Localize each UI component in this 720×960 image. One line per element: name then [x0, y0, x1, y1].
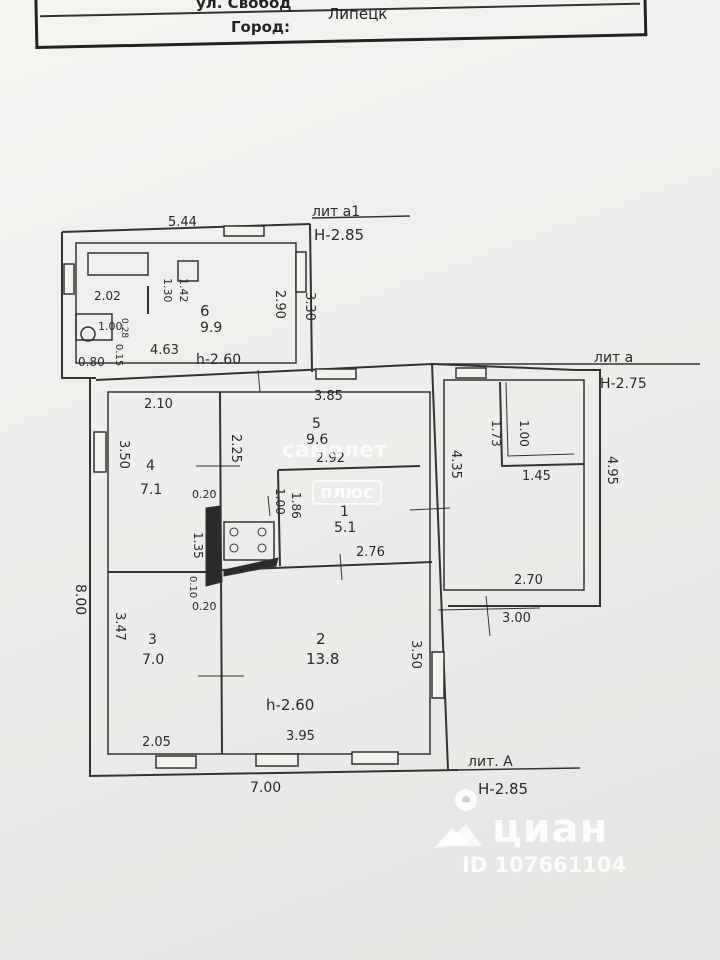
dim-1-73: 1.73: [489, 420, 503, 447]
room-1-area: 5.1: [334, 520, 356, 536]
dim-7-00: 7.00: [250, 780, 281, 796]
dim-3-85: 3.85: [314, 389, 343, 404]
dim-3-47: 3.47: [112, 612, 127, 641]
dim-2-92: 2.92: [316, 451, 345, 466]
room-3-number: 3: [148, 632, 157, 648]
dim-3-50-left: 3.50: [116, 440, 131, 469]
dim-1-45: 1.45: [522, 469, 551, 484]
window: [63, 263, 75, 295]
ceiling-upper: h-2.60: [196, 352, 241, 368]
dim-0-20-top: 0.20: [192, 488, 217, 501]
annex-a-lit: лит а: [594, 350, 633, 366]
cian-logo-icon: [434, 789, 482, 848]
dim-2-70: 2.70: [514, 573, 543, 588]
dim-2-25: 2.25: [228, 434, 243, 463]
main-height: Н-2.85: [478, 780, 528, 798]
annex-a-inner-wall: [443, 379, 585, 591]
window: [431, 651, 445, 699]
dim-2-90: 2.90: [272, 290, 287, 319]
room-2-number: 2: [316, 630, 326, 648]
dim-0-80: 0.80: [78, 355, 105, 369]
dim-1-86: 1.86: [289, 492, 303, 519]
dim-3-95: 3.95: [286, 729, 315, 744]
window: [255, 753, 299, 767]
window: [155, 755, 197, 769]
room-1-number: 1: [340, 504, 349, 520]
dim-1-00-mid: 1.00: [273, 488, 287, 515]
watermark-brand: циан: [492, 806, 609, 852]
dim-4-95: 4.95: [604, 456, 619, 485]
dim-0-10: 0.10: [187, 576, 198, 598]
annex-a1-outer-wall: [61, 232, 96, 379]
dim-3-30: 3.30: [302, 292, 317, 321]
dim-2-05: 2.05: [142, 735, 171, 750]
dim-1-00-annex: 1.00: [517, 420, 531, 447]
room-4-number: 4: [146, 458, 155, 474]
dim-0-15: 0.15: [113, 344, 124, 366]
gas-meter-circle: [80, 326, 96, 342]
main-lit: лит. А: [468, 754, 513, 770]
dim-2-76: 2.76: [356, 545, 385, 560]
room-5-area: 9.6: [306, 432, 328, 448]
annex-a1-lit: лит а1: [312, 204, 360, 220]
city-label: Город:: [231, 18, 291, 36]
window: [295, 251, 307, 293]
dim-0-28: 0.28: [119, 318, 129, 338]
annex-a1-inner-wall: [75, 242, 297, 364]
window: [223, 225, 265, 237]
city-value: Липецк: [328, 5, 388, 23]
dim-3-50-right: 3.50: [408, 640, 423, 669]
dim-1-35: 1.35: [191, 532, 205, 559]
window: [351, 751, 399, 765]
watermark-camera: самолет: [282, 438, 387, 463]
watermark-plus: плюс: [312, 480, 382, 505]
annex-a-outer-wall: [431, 363, 601, 607]
watermark-listing-id: ID 107661104: [462, 853, 627, 877]
window: [455, 367, 487, 379]
dim-8-00: 8.00: [72, 584, 88, 615]
boiler-fixture: [75, 313, 113, 341]
ceiling-lower: h-2.60: [266, 696, 314, 714]
street-fragment: ул. Свобод: [196, 0, 292, 12]
dim-5-44: 5.44: [168, 215, 197, 230]
room-6-number: 6: [200, 302, 210, 320]
annex-a1-height: Н-2.85: [314, 226, 364, 244]
dim-1-30: 1.30: [161, 278, 174, 303]
room-5-number: 5: [312, 416, 321, 432]
stair-fixture: [223, 521, 275, 561]
dim-2-10: 2.10: [144, 397, 173, 412]
dim-4-63: 4.63: [150, 343, 179, 358]
stove-fixture: [87, 252, 149, 276]
dim-3-00: 3.00: [502, 611, 531, 626]
room-6-area: 9.9: [200, 320, 222, 336]
room-3-area: 7.0: [142, 652, 164, 668]
hob-fixture: [177, 260, 199, 282]
dim-4-35: 4.35: [448, 450, 463, 479]
window: [93, 431, 107, 473]
window: [315, 368, 357, 380]
main-outer-wall: [89, 377, 459, 778]
dim-1-42: 1.42: [177, 278, 190, 303]
dim-2-02: 2.02: [94, 289, 121, 303]
dim-0-20-bot: 0.20: [192, 600, 217, 613]
room-2-area: 13.8: [306, 650, 339, 668]
annex-a-height: Н-2.75: [600, 376, 647, 392]
room-4-area: 7.1: [140, 482, 162, 498]
chimney-fixture: [205, 505, 223, 587]
dim-1-00: 1.00: [98, 320, 123, 333]
